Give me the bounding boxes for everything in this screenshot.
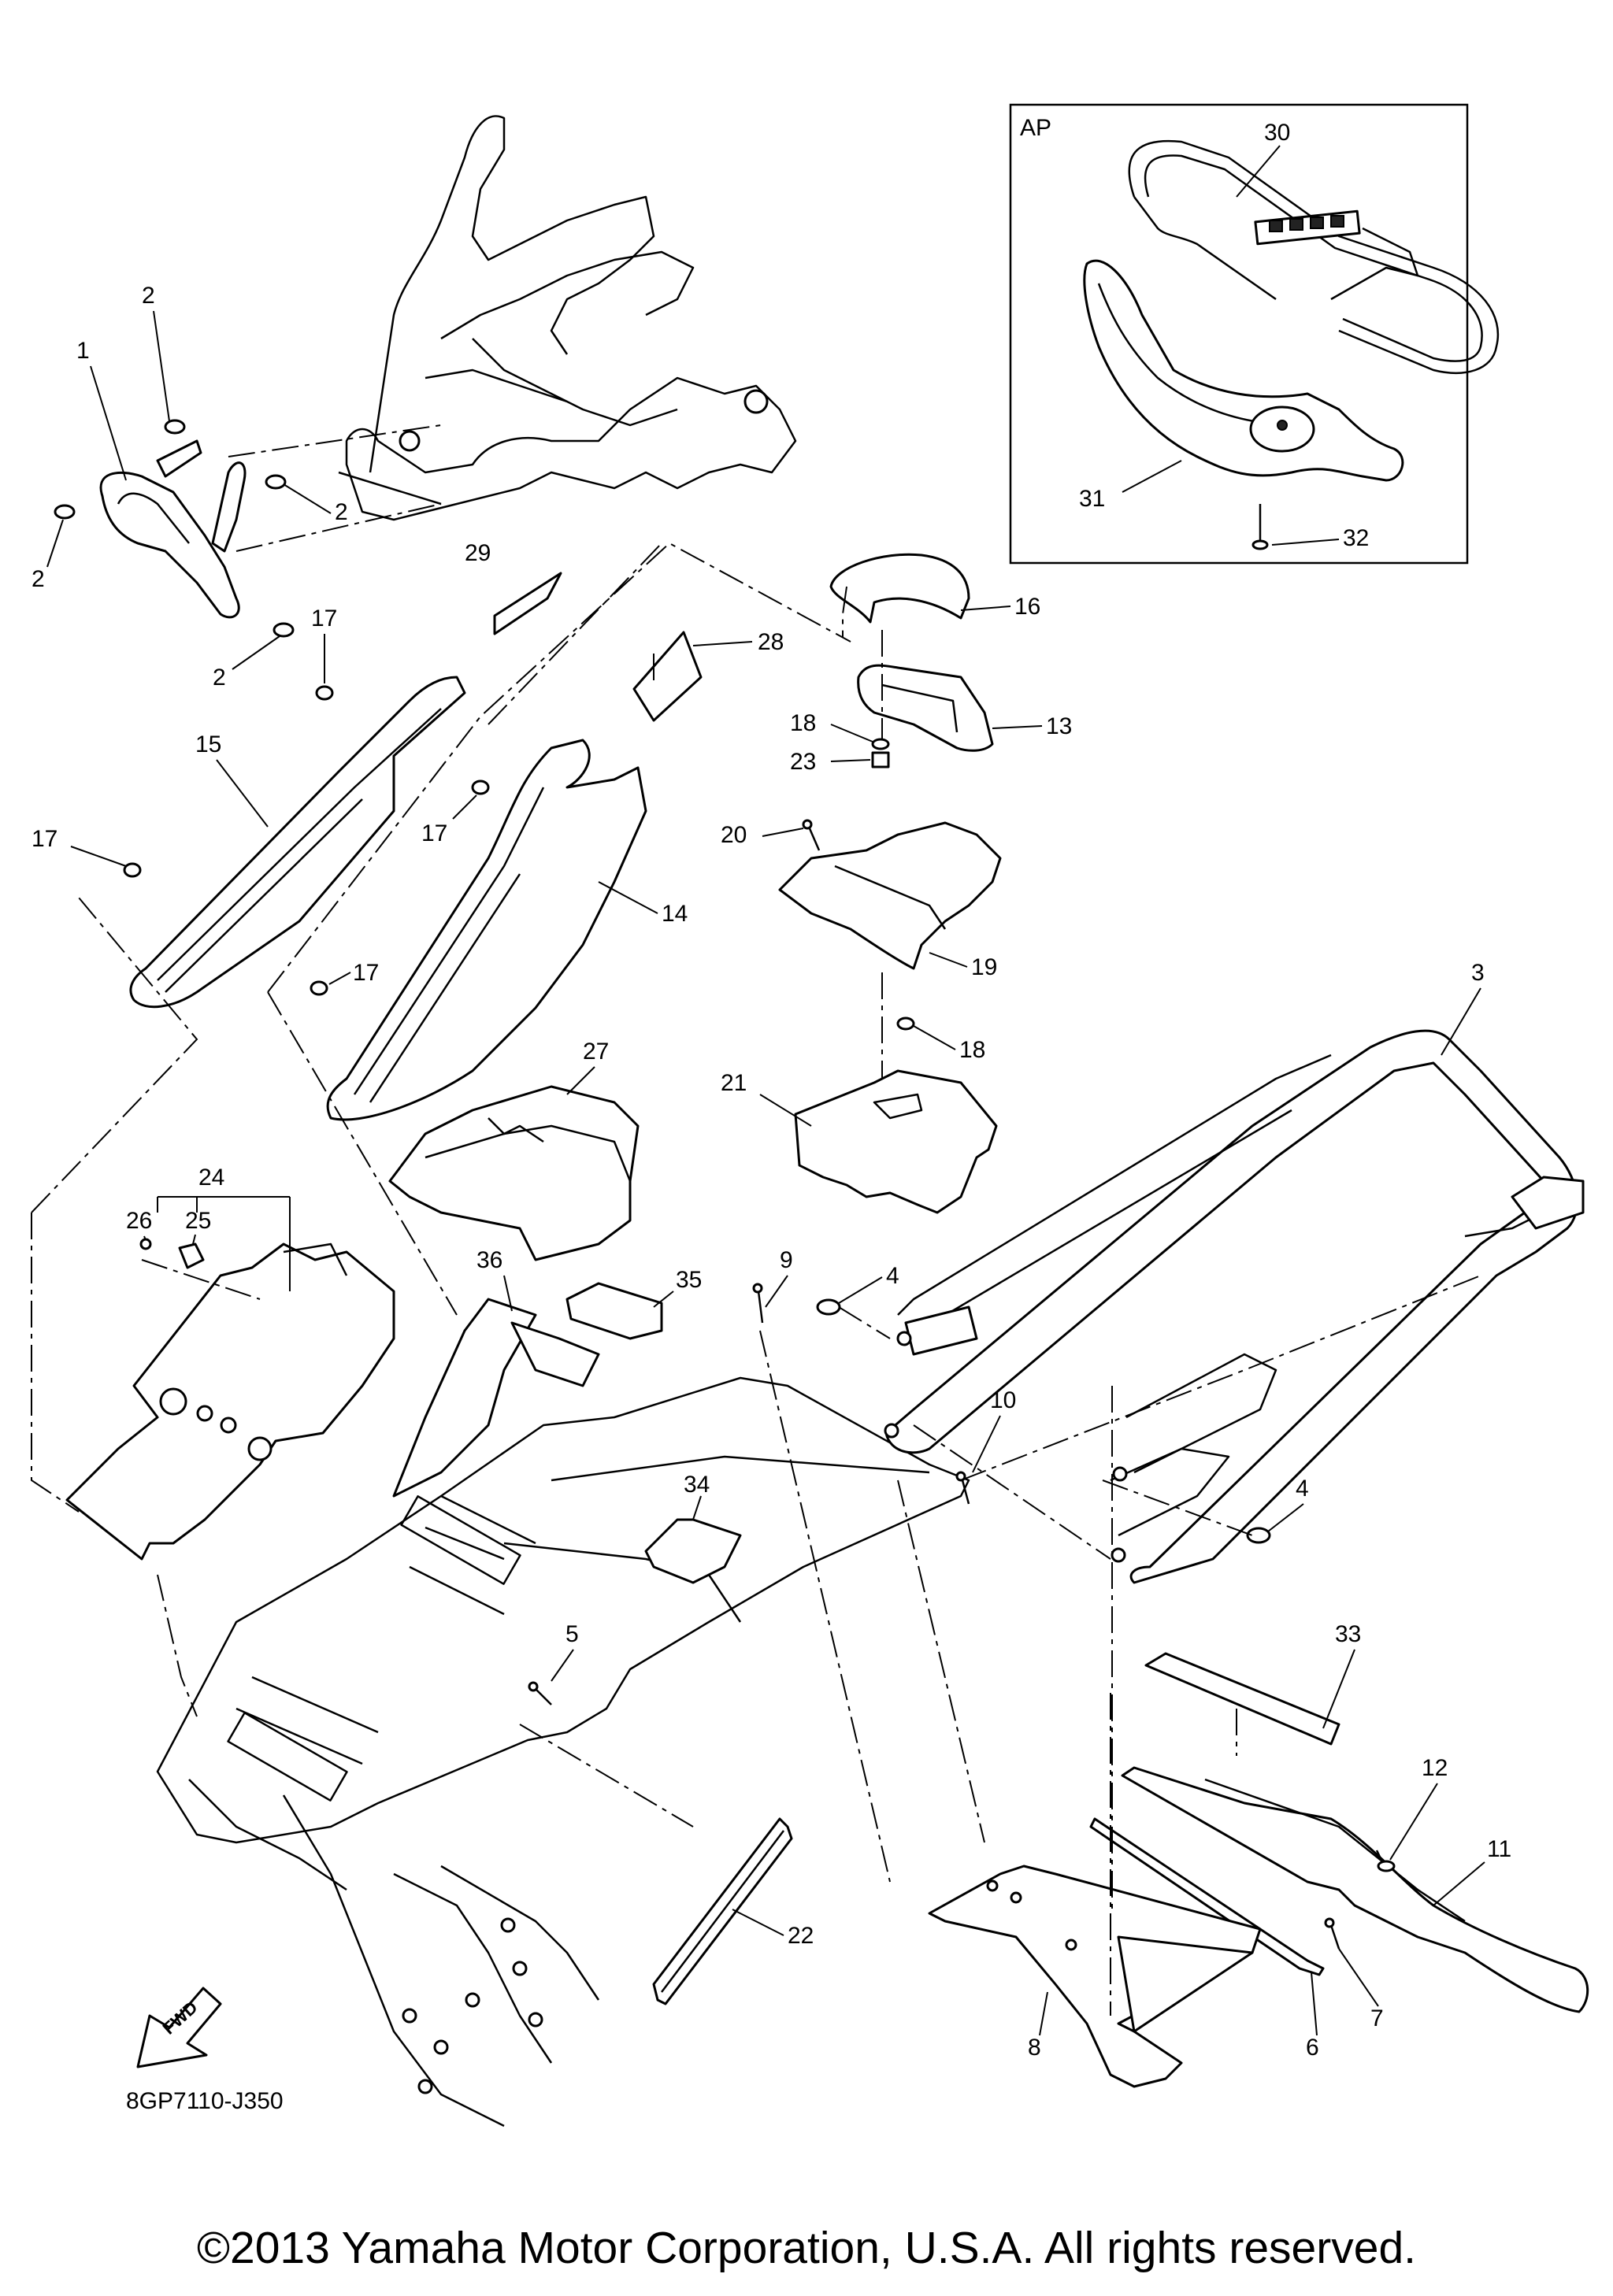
assembly-lines bbox=[31, 542, 1481, 1828]
bumper-bolts[interactable] bbox=[54, 419, 295, 638]
callout-18a: 18 bbox=[790, 710, 816, 736]
callout-29: 29 bbox=[465, 540, 491, 566]
main-tunnel bbox=[156, 1376, 970, 2128]
grommet-18-23[interactable] bbox=[871, 738, 890, 768]
callout-35: 35 bbox=[676, 1267, 702, 1293]
accessory-inset: AP 30 31 32 bbox=[1009, 103, 1500, 565]
rear-cover-13[interactable] bbox=[857, 664, 994, 752]
callout-18b: 18 bbox=[959, 1037, 985, 1063]
callout-9: 9 bbox=[780, 1247, 793, 1273]
inset-label: AP bbox=[1020, 115, 1051, 141]
callout-16: 16 bbox=[1014, 594, 1040, 620]
callout-21: 21 bbox=[721, 1070, 747, 1096]
callout-13: 13 bbox=[1046, 713, 1072, 739]
callout-36: 36 bbox=[476, 1247, 502, 1273]
diagram-code: 8GP7110-J350 bbox=[126, 2088, 284, 2114]
rear-cover-16[interactable] bbox=[829, 553, 970, 624]
callout-15: 15 bbox=[195, 731, 221, 757]
callout-22: 22 bbox=[788, 1923, 814, 1949]
callout-32: 32 bbox=[1343, 525, 1369, 551]
screws-17[interactable] bbox=[123, 685, 490, 996]
callout-17b: 17 bbox=[32, 826, 57, 852]
grommet-18[interactable] bbox=[896, 1017, 915, 1031]
decal-33[interactable] bbox=[1144, 1652, 1340, 1746]
clip-25-26[interactable] bbox=[139, 1238, 205, 1269]
rivet-7[interactable] bbox=[1324, 1917, 1340, 1950]
callout-31: 31 bbox=[1079, 486, 1105, 512]
upper-chassis-frame bbox=[338, 115, 797, 521]
skid-plate-bolt[interactable] bbox=[1251, 504, 1269, 550]
callout-26: 26 bbox=[126, 1208, 152, 1234]
callout-24: 24 bbox=[198, 1165, 224, 1191]
rivet-10[interactable] bbox=[955, 1471, 970, 1505]
callout-1: 1 bbox=[76, 338, 90, 364]
decal-29[interactable] bbox=[493, 572, 562, 635]
side-cover-right[interactable] bbox=[326, 739, 647, 1121]
callout-4a: 4 bbox=[886, 1263, 899, 1289]
callout-12: 12 bbox=[1422, 1755, 1448, 1781]
side-cover-left[interactable] bbox=[129, 676, 466, 1009]
callout-2b: 2 bbox=[335, 499, 348, 525]
front-skid-plate-accessory[interactable] bbox=[1083, 259, 1404, 482]
callout-27: 27 bbox=[583, 1039, 609, 1065]
flap-bracket-8[interactable] bbox=[928, 1865, 1262, 2088]
rear-cover-19[interactable] bbox=[778, 821, 1002, 970]
callout-30: 30 bbox=[1264, 120, 1290, 146]
engine-guard-24[interactable] bbox=[65, 1242, 395, 1561]
rivet-5[interactable] bbox=[528, 1681, 552, 1705]
pad-35[interactable] bbox=[565, 1282, 663, 1340]
callout-20: 20 bbox=[721, 822, 747, 848]
storage-box-27[interactable] bbox=[388, 1085, 640, 1261]
rivet-20[interactable] bbox=[802, 819, 821, 851]
callout-17c: 17 bbox=[421, 820, 447, 846]
callout-34: 34 bbox=[684, 1472, 710, 1498]
bumper-pad-22[interactable] bbox=[652, 1817, 793, 2005]
callout-2d: 2 bbox=[213, 665, 226, 691]
callout-19: 19 bbox=[971, 954, 997, 980]
callout-5: 5 bbox=[565, 1621, 579, 1647]
callout-11: 11 bbox=[1487, 1836, 1511, 1862]
callout-25: 25 bbox=[185, 1208, 211, 1234]
bracket-34[interactable] bbox=[644, 1518, 742, 1584]
fwd-arrow-icon: FWD bbox=[136, 1987, 222, 2068]
callout-2c: 2 bbox=[32, 566, 45, 592]
callout-6: 6 bbox=[1306, 2035, 1319, 2061]
grab-bar-accessory[interactable] bbox=[1128, 139, 1500, 374]
rear-bumper[interactable] bbox=[884, 1029, 1585, 1584]
callout-7: 7 bbox=[1370, 2005, 1384, 2031]
flap-strip-6[interactable] bbox=[1089, 1817, 1325, 1976]
callout-33: 33 bbox=[1335, 1621, 1361, 1647]
front-bumper[interactable] bbox=[99, 439, 247, 619]
callout-3: 3 bbox=[1471, 960, 1485, 986]
callout-8: 8 bbox=[1028, 2035, 1041, 2061]
copyright-notice: ©2013 Yamaha Motor Corporation, U.S.A. A… bbox=[197, 2223, 1416, 2273]
rivet-9[interactable] bbox=[752, 1283, 764, 1324]
callout-17d: 17 bbox=[353, 960, 379, 986]
decal-28[interactable] bbox=[632, 631, 703, 722]
callout-4b: 4 bbox=[1296, 1476, 1309, 1502]
callout-2a: 2 bbox=[142, 283, 155, 309]
callout-23: 23 bbox=[790, 749, 816, 775]
rivet-12[interactable] bbox=[1375, 1850, 1396, 1872]
callout-17a: 17 bbox=[311, 605, 337, 631]
insulator-sheet-21[interactable] bbox=[794, 1069, 998, 1214]
bracket-36[interactable] bbox=[392, 1298, 600, 1498]
bumper-bolts-4[interactable] bbox=[816, 1298, 1271, 1544]
callout-14: 14 bbox=[662, 901, 688, 927]
callout-28: 28 bbox=[758, 629, 784, 655]
